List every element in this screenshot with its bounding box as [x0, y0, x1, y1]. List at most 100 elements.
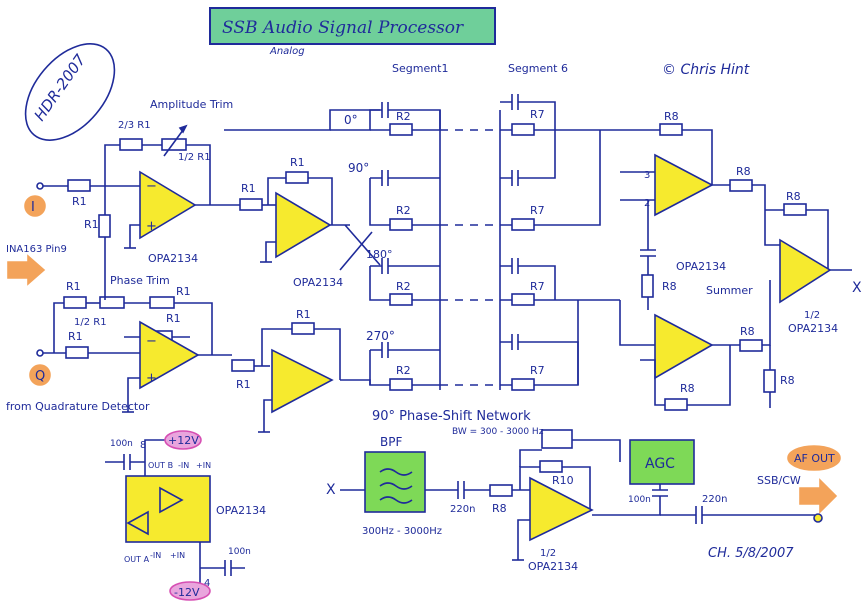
r1-i2: R1	[241, 182, 256, 195]
bpf-box	[364, 451, 426, 513]
half-final: 1/2	[804, 310, 820, 321]
opamp-final	[779, 238, 832, 304]
input-q-label: Q	[35, 369, 45, 384]
v-neg: -12V	[174, 586, 200, 599]
r1-q-top2: R1	[176, 285, 191, 298]
hdr-badge-text: HDR-2007	[31, 51, 90, 125]
opamp-agc	[529, 476, 594, 542]
agc-box	[629, 439, 695, 485]
amp-trim-label: Amplitude Trim	[150, 98, 233, 111]
copyright: © Chris Hint	[662, 62, 750, 78]
pin-neg-in-top: -IN	[178, 461, 189, 470]
r2-a: R2	[396, 110, 411, 123]
deg270-label: 270°	[366, 329, 395, 343]
input-q-dot	[36, 349, 44, 357]
summer-label: Summer	[706, 284, 753, 297]
cap-100n-agc: 100n	[628, 495, 651, 505]
opa-i2: OPA2134	[293, 276, 343, 289]
r8-s2: R8	[680, 382, 695, 395]
r8-bpf: R8	[492, 502, 507, 515]
r1-q2-fb: R1	[296, 308, 311, 321]
r7-b: R7	[530, 204, 545, 217]
bpf-range: 300Hz - 3000Hz	[362, 526, 442, 537]
cap-220n-a: 220n	[450, 504, 475, 515]
opamp-i2	[275, 191, 332, 259]
af-out-label: AF OUT	[794, 452, 835, 465]
pin4: 4	[204, 578, 210, 589]
phase-trim-label: Phase Trim	[110, 274, 170, 287]
cap-100n-top: 100n	[110, 439, 133, 449]
from-qd-label: from Quadrature Detector	[6, 400, 150, 413]
opa-agc: OPA2134	[528, 560, 578, 573]
bw-label: BW = 300 - 3000 Hz	[452, 427, 544, 437]
af-out-badge	[787, 445, 841, 471]
x-in: X	[326, 482, 336, 498]
ina163-label: INA163 Pin9	[6, 244, 67, 255]
r-12b-label: 1/2 R1	[74, 317, 107, 328]
input-q-badge	[29, 364, 51, 386]
subtitle: Analog	[269, 46, 305, 57]
title: SSB Audio Signal Processor	[222, 18, 464, 38]
opamp-s1	[654, 153, 714, 217]
r-23-label: 2/3 R1	[118, 120, 151, 131]
r7-d: R7	[530, 364, 545, 377]
r2-c: R2	[396, 280, 411, 293]
r2-d: R2	[396, 364, 411, 377]
deg0-label: 0°	[344, 113, 358, 127]
r7-c: R7	[530, 280, 545, 293]
r1-i2-fb: R1	[290, 156, 305, 169]
ic-body	[125, 475, 211, 543]
svg-text:3: 3	[644, 170, 650, 181]
input-i-dot	[36, 182, 44, 190]
opa-i1: OPA2134	[148, 252, 198, 265]
r2-b: R2	[396, 204, 411, 217]
input-i-badge	[24, 195, 46, 217]
svg-text:−: −	[146, 179, 157, 194]
out-b: OUT B	[148, 461, 173, 470]
from-qd-text: from Quadrature Detector	[6, 400, 150, 413]
r1-i-in: R1	[72, 195, 87, 208]
r10-label: R10	[552, 474, 574, 487]
svg-text:+: +	[146, 219, 157, 234]
agc-label: AGC	[645, 456, 675, 472]
half-agc: 1/2	[540, 548, 556, 559]
r1-q-in: R1	[68, 330, 83, 343]
r8-s-mid: R8	[662, 280, 677, 293]
cap-100n-bot: 100n	[228, 547, 251, 557]
r8-s2-out: R8	[740, 325, 755, 338]
opamp-q2	[271, 348, 334, 414]
out-a: OUT A	[124, 555, 150, 564]
fet-box	[541, 429, 573, 449]
opamp-s2	[654, 313, 714, 380]
pin-pos-in-bot: +IN	[170, 551, 185, 560]
bpf-label: BPF	[380, 435, 402, 449]
r8-final: R8	[786, 190, 801, 203]
r1-q-top: R1	[66, 280, 81, 293]
hdr-badge	[24, 43, 116, 141]
deg90-label: 90°	[348, 161, 369, 175]
pin8: 8	[140, 440, 146, 451]
network-label: 90° Phase-Shift Network	[372, 409, 531, 424]
svg-text:2: 2	[644, 198, 650, 209]
r7-a: R7	[530, 108, 545, 121]
r1-i-shunt: R1	[84, 218, 99, 231]
af-out-arrow	[799, 478, 838, 514]
segment6-label: Segment 6	[508, 62, 568, 75]
input-i-label: I	[31, 200, 35, 215]
v-pos-badge	[164, 430, 202, 450]
opamp-i1	[139, 170, 197, 240]
opa-ic: OPA2134	[216, 504, 266, 517]
x-out: X	[852, 280, 862, 296]
cap-220n-b: 220n	[702, 494, 727, 505]
svg-text:+: +	[146, 371, 157, 386]
r1-q2: R1	[236, 378, 251, 391]
svg-text:−: −	[146, 334, 157, 349]
segment1-label: Segment1	[392, 62, 449, 75]
r-12-label: 1/2 R1	[178, 152, 211, 163]
title-box	[209, 7, 496, 45]
r8-s1: R8	[664, 110, 679, 123]
r8-s2-gnd: R8	[780, 374, 795, 387]
pin-neg-in-bot: -IN	[150, 551, 161, 560]
v-neg-badge	[169, 581, 211, 601]
